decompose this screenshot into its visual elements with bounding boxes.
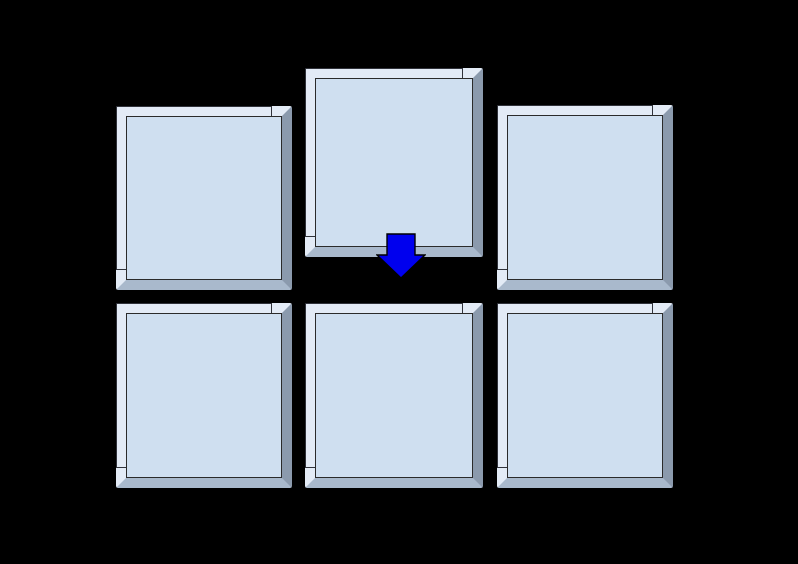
down-arrow-shape — [376, 233, 426, 279]
bottom-right-panel[interactable] — [497, 303, 673, 488]
bottom-center-panel-face — [315, 313, 473, 478]
bottom-left-panel-face — [126, 313, 282, 478]
top-left-panel-face — [126, 116, 282, 280]
down-arrow-icon — [376, 233, 426, 279]
down-arrow[interactable] — [376, 233, 426, 280]
bottom-right-panel-face — [507, 313, 663, 478]
top-right-panel[interactable] — [497, 105, 673, 290]
bottom-center-panel[interactable] — [305, 303, 483, 488]
top-center-panel-face — [315, 78, 473, 247]
top-center-panel[interactable] — [305, 68, 483, 257]
top-left-panel[interactable] — [116, 106, 292, 290]
bottom-left-panel[interactable] — [116, 303, 292, 488]
top-right-panel-face — [507, 115, 663, 280]
